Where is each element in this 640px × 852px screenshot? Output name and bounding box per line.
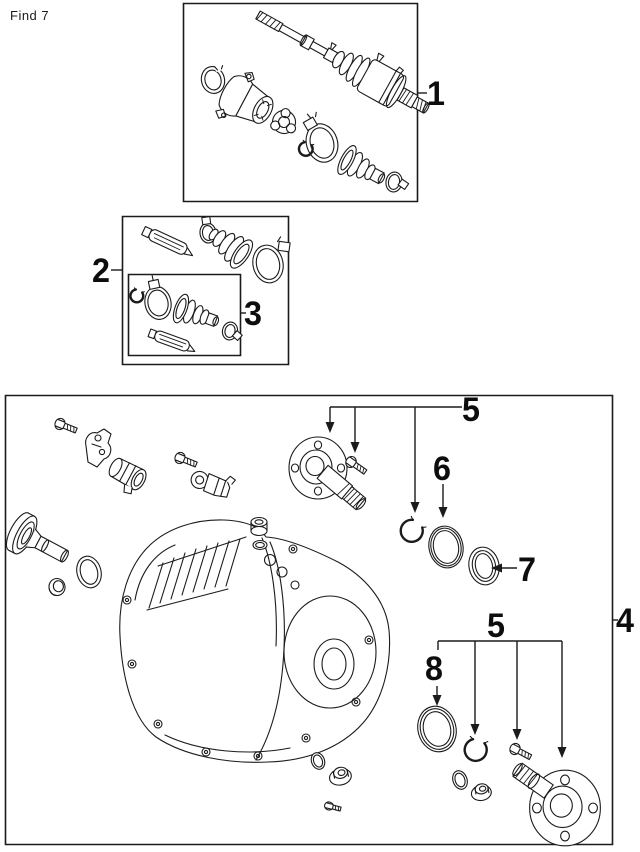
cv-boot-inner: [334, 143, 391, 194]
snap-ring-large: [198, 63, 229, 96]
left-output-shaft: [2, 509, 77, 576]
snap-ring-lower-group: [462, 733, 491, 764]
speed-sensor: [188, 465, 236, 500]
inboard-joint-housing: [211, 65, 284, 139]
callout-1[interactable]: 1: [427, 75, 445, 113]
callout-7[interactable]: 7: [518, 551, 536, 589]
shaft-cap: [48, 577, 67, 597]
callout-5-lower[interactable]: 5: [487, 607, 505, 645]
callout-line-5-lower: [438, 641, 562, 749]
drain-plug: [328, 765, 353, 787]
sensor-rotor: [103, 455, 149, 498]
clamp-small-kit3: [221, 321, 245, 343]
callout-8[interactable]: 8: [425, 650, 443, 688]
oil-seal-7: [465, 544, 502, 587]
o-ring: [309, 751, 327, 771]
snap-ring-kit3: [129, 287, 145, 303]
callout-3[interactable]: 3: [244, 295, 262, 333]
group-box-2: [123, 217, 289, 365]
breather-ring: [253, 541, 267, 550]
boot-clamp-small: [384, 171, 410, 195]
flange-bolt-lower: [507, 741, 534, 763]
callout-2[interactable]: 2: [92, 252, 110, 290]
cv-boot-outer-kit: [201, 219, 256, 272]
spacer-ring-lower: [450, 769, 470, 792]
drive-shaft-assembly: [249, 0, 440, 125]
callout-5-upper[interactable]: 5: [462, 391, 480, 429]
sensor-bolt-2: [172, 450, 199, 471]
callout-lines: [111, 93, 618, 758]
cv-boot-kit3: [170, 292, 223, 336]
small-bolt-bottom: [324, 801, 342, 813]
callout-4[interactable]: 4: [616, 602, 634, 640]
case-bolt-holes: [123, 545, 373, 760]
breather-plug: [251, 518, 267, 536]
grease-tube-outer: [141, 225, 196, 259]
oil-seal-6: [425, 523, 467, 571]
oil-seal-left: [73, 553, 104, 590]
snap-ring-upper-group: [397, 513, 429, 546]
output-flange-upper: [288, 436, 390, 538]
tripod-spider: [270, 107, 299, 136]
output-flange-lower: [510, 761, 602, 847]
sensor-bolt-1: [52, 416, 79, 437]
transaxle-case: [120, 520, 390, 762]
clamp-large-kit3: [139, 273, 174, 322]
grease-tube-inner: [148, 328, 198, 355]
callout-6[interactable]: 6: [433, 450, 451, 488]
boot-clamp-large: [297, 108, 342, 167]
callout-line-5-upper: [330, 407, 462, 504]
sensor-bracket: [86, 429, 111, 467]
plug-lower: [470, 782, 493, 802]
flange-bolt-upper: [343, 453, 370, 478]
find-status: Find 7: [10, 8, 50, 23]
oil-seal-8: [413, 702, 462, 756]
group-box-3: [129, 275, 241, 356]
clamp-large-outer-kit: [248, 235, 297, 286]
